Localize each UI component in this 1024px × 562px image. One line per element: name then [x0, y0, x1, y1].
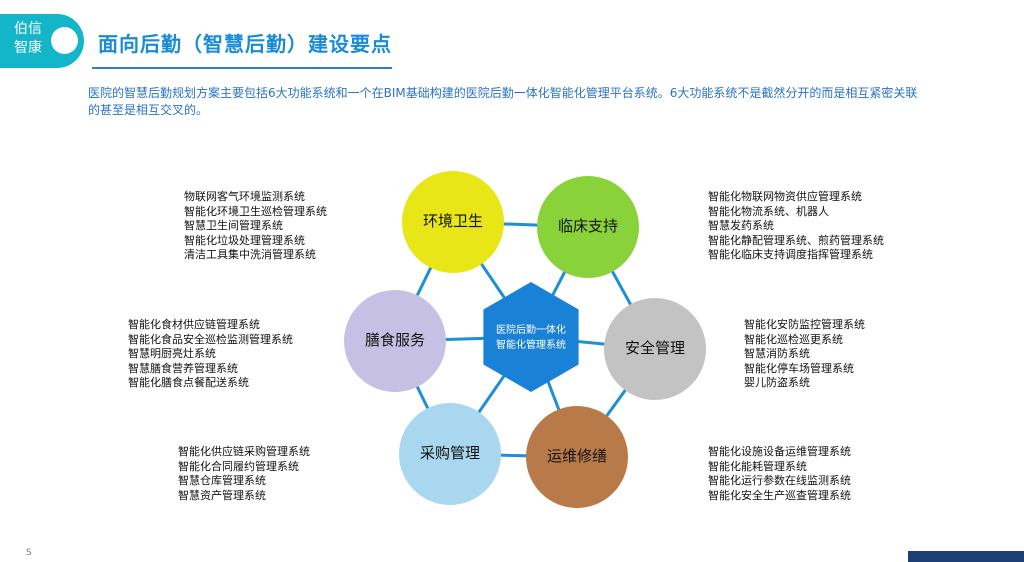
brand-logo-tab: 伯信 智康 [0, 14, 84, 68]
list-item: 智能化合同履约管理系统 [178, 459, 299, 473]
list-item: 智能化物联网物资供应管理系统 [708, 190, 862, 203]
node-maintenance-label: 运维修缮 [547, 447, 607, 465]
list-item: 智能化供应链采购管理系统 [178, 445, 310, 458]
node-maintenance-circle [526, 406, 628, 508]
node-procurement-label: 采购管理 [420, 444, 480, 462]
brand-logo-text: 伯信 智康 [8, 20, 48, 58]
list-item: 智慧资产管理系统 [178, 488, 266, 502]
brand-logo-circle-icon [51, 27, 78, 54]
node-clinical-support-circle [537, 176, 639, 278]
brand-logo-line1: 伯信 [14, 21, 42, 37]
list-item: 清洁工具集中洗消管理系统 [184, 248, 316, 262]
list-item: 智能化静配管理系统、煎药管理系统 [708, 233, 884, 247]
list-maintenance: 智能化设施设备运维管理系统 智能化能耗管理系统 智能化运行参数在线监测系统 智能… [708, 445, 851, 503]
list-item: 智慧仓库管理系统 [178, 474, 266, 488]
list-item: 智慧卫生间管理系统 [184, 219, 283, 233]
list-item: 智能化安全生产巡查管理系统 [708, 488, 851, 502]
node-environment-circle [402, 171, 504, 273]
list-clinical-support: 智能化物联网物资供应管理系统 智能化物流系统、机器人 智慧发药系统 智能化静配管… [708, 190, 884, 263]
list-item: 智能化食品安全巡检监测管理系统 [128, 332, 293, 346]
list-item: 智慧发药系统 [708, 219, 774, 233]
list-item: 智能化环境卫生巡检管理系统 [184, 204, 327, 218]
center-hexagon [483, 282, 579, 392]
list-item: 智能化食材供应链管理系统 [128, 318, 260, 331]
list-item: 智能化设施设备运维管理系统 [708, 445, 851, 458]
footer-marker: S [26, 548, 32, 558]
intro-paragraph: 医院的智慧后勤规划方案主要包括6大功能系统和一个在BIM基础构建的医院后勤一体化… [88, 86, 918, 117]
list-item: 智能化停车场管理系统 [744, 361, 854, 375]
node-procurement-circle [399, 403, 501, 505]
list-item: 智能化能耗管理系统 [708, 459, 807, 473]
node-environment-label: 环境卫生 [423, 212, 483, 230]
node-catering: 膳食服务 [344, 290, 446, 392]
node-security-label: 安全管理 [625, 339, 685, 357]
footer-bar [908, 551, 1024, 562]
list-security: 智能化安防监控管理系统 智能化巡检巡更系统 智慧消防系统 智能化停车场管理系统 … [744, 318, 865, 391]
title-underline [92, 67, 392, 69]
list-item: 智能化临床支持调度指挥管理系统 [708, 248, 873, 262]
node-catering-circle [344, 290, 446, 392]
node-clinical-support: 临床支持 [537, 176, 639, 278]
center-label-line2: 智能化管理系统 [496, 338, 566, 351]
center-hexagon-group: 医院后勤一体化 智能化管理系统 [483, 282, 579, 392]
list-item: 智慧消防系统 [744, 347, 810, 361]
brand-logo-line2: 智康 [14, 40, 42, 56]
node-catering-label: 膳食服务 [365, 331, 425, 349]
list-item: 智慧膳食营养管理系统 [128, 361, 238, 375]
list-item: 智慧明厨亮灶系统 [128, 347, 216, 361]
node-security-circle [604, 298, 706, 400]
node-procurement: 采购管理 [399, 403, 501, 505]
page-title: 面向后勤（智慧后勤）建设要点 [98, 32, 392, 56]
list-item: 智能化安防监控管理系统 [744, 318, 865, 331]
list-item: 智能化物流系统、机器人 [708, 204, 829, 218]
list-catering: 智能化食材供应链管理系统 智能化食品安全巡检监测管理系统 智慧明厨亮灶系统 智慧… [128, 318, 293, 391]
list-item: 智能化巡检巡更系统 [744, 332, 843, 346]
list-item: 物联网客气环境监测系统 [184, 190, 305, 203]
list-procurement: 智能化供应链采购管理系统 智能化合同履约管理系统 智慧仓库管理系统 智慧资产管理… [178, 445, 310, 503]
list-item: 智能化运行参数在线监测系统 [708, 474, 851, 488]
center-label-line1: 医院后勤一体化 [496, 323, 566, 336]
node-maintenance: 运维修缮 [526, 406, 628, 508]
list-environment: 物联网客气环境监测系统 智能化环境卫生巡检管理系统 智慧卫生间管理系统 智能化垃… [184, 190, 327, 263]
node-environment: 环境卫生 [402, 171, 504, 273]
node-security: 安全管理 [604, 298, 706, 400]
node-clinical-support-label: 临床支持 [558, 217, 618, 235]
list-item: 智能化膳食点餐配送系统 [128, 376, 249, 390]
list-item: 婴儿防盗系统 [744, 376, 810, 390]
list-item: 智能化垃圾处理管理系统 [184, 233, 305, 247]
